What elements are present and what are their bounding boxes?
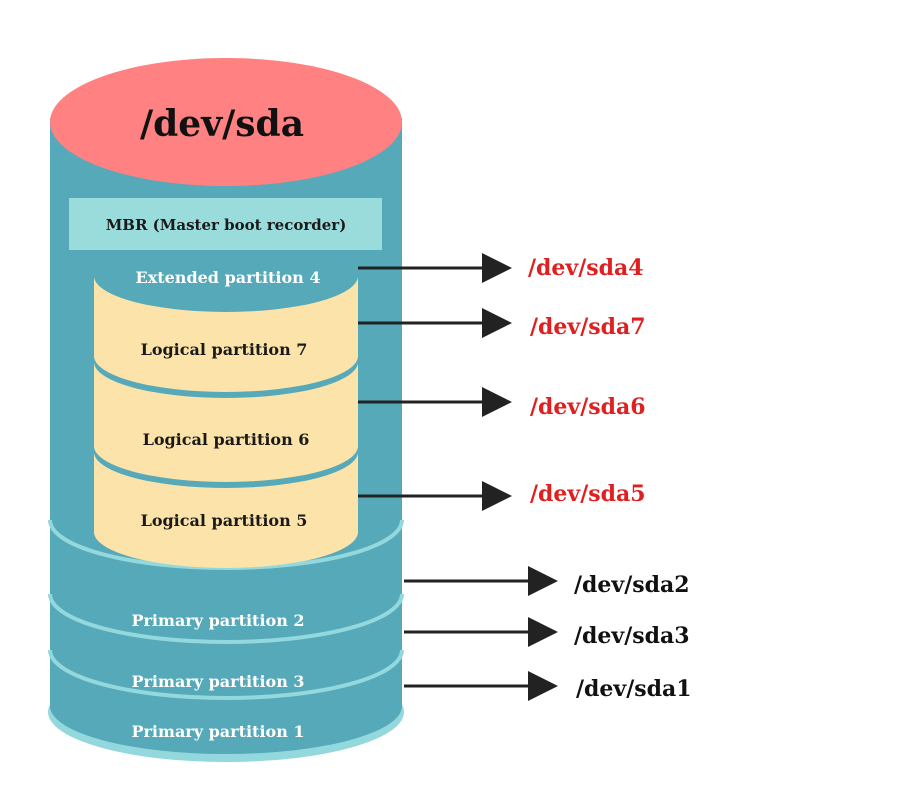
mbr-label: MBR (Master boot recorder) — [106, 216, 347, 234]
logical-5-label: Logical partition 5 — [141, 511, 308, 530]
device-sda5: /dev/sda5 — [530, 481, 646, 507]
extended-cylinder — [94, 262, 358, 568]
device-sda7: /dev/sda7 — [530, 314, 646, 340]
extended-top-cap — [94, 262, 358, 312]
cylinder-top — [50, 58, 402, 186]
logical-7-label: Logical partition 7 — [141, 340, 308, 359]
device-sda2: /dev/sda2 — [574, 572, 690, 598]
device-sda4: /dev/sda4 — [528, 255, 644, 281]
arrows — [358, 253, 558, 701]
disk-title: /dev/sda — [140, 103, 304, 145]
device-sda3: /dev/sda3 — [574, 623, 690, 649]
separator-primary-3-1 — [48, 649, 404, 700]
mbr-box — [69, 198, 382, 250]
primary-2-label: Primary partition 2 — [131, 611, 304, 630]
logical-6-label: Logical partition 6 — [143, 430, 310, 449]
extended-label: Extended partition 4 — [136, 268, 321, 287]
primary-1-label: Primary partition 1 — [131, 722, 304, 741]
primary-3-label: Primary partition 3 — [131, 672, 304, 691]
device-sda1: /dev/sda1 — [576, 676, 692, 702]
device-sda6: /dev/sda6 — [530, 394, 646, 420]
separator-primary-2-3 — [48, 593, 404, 644]
